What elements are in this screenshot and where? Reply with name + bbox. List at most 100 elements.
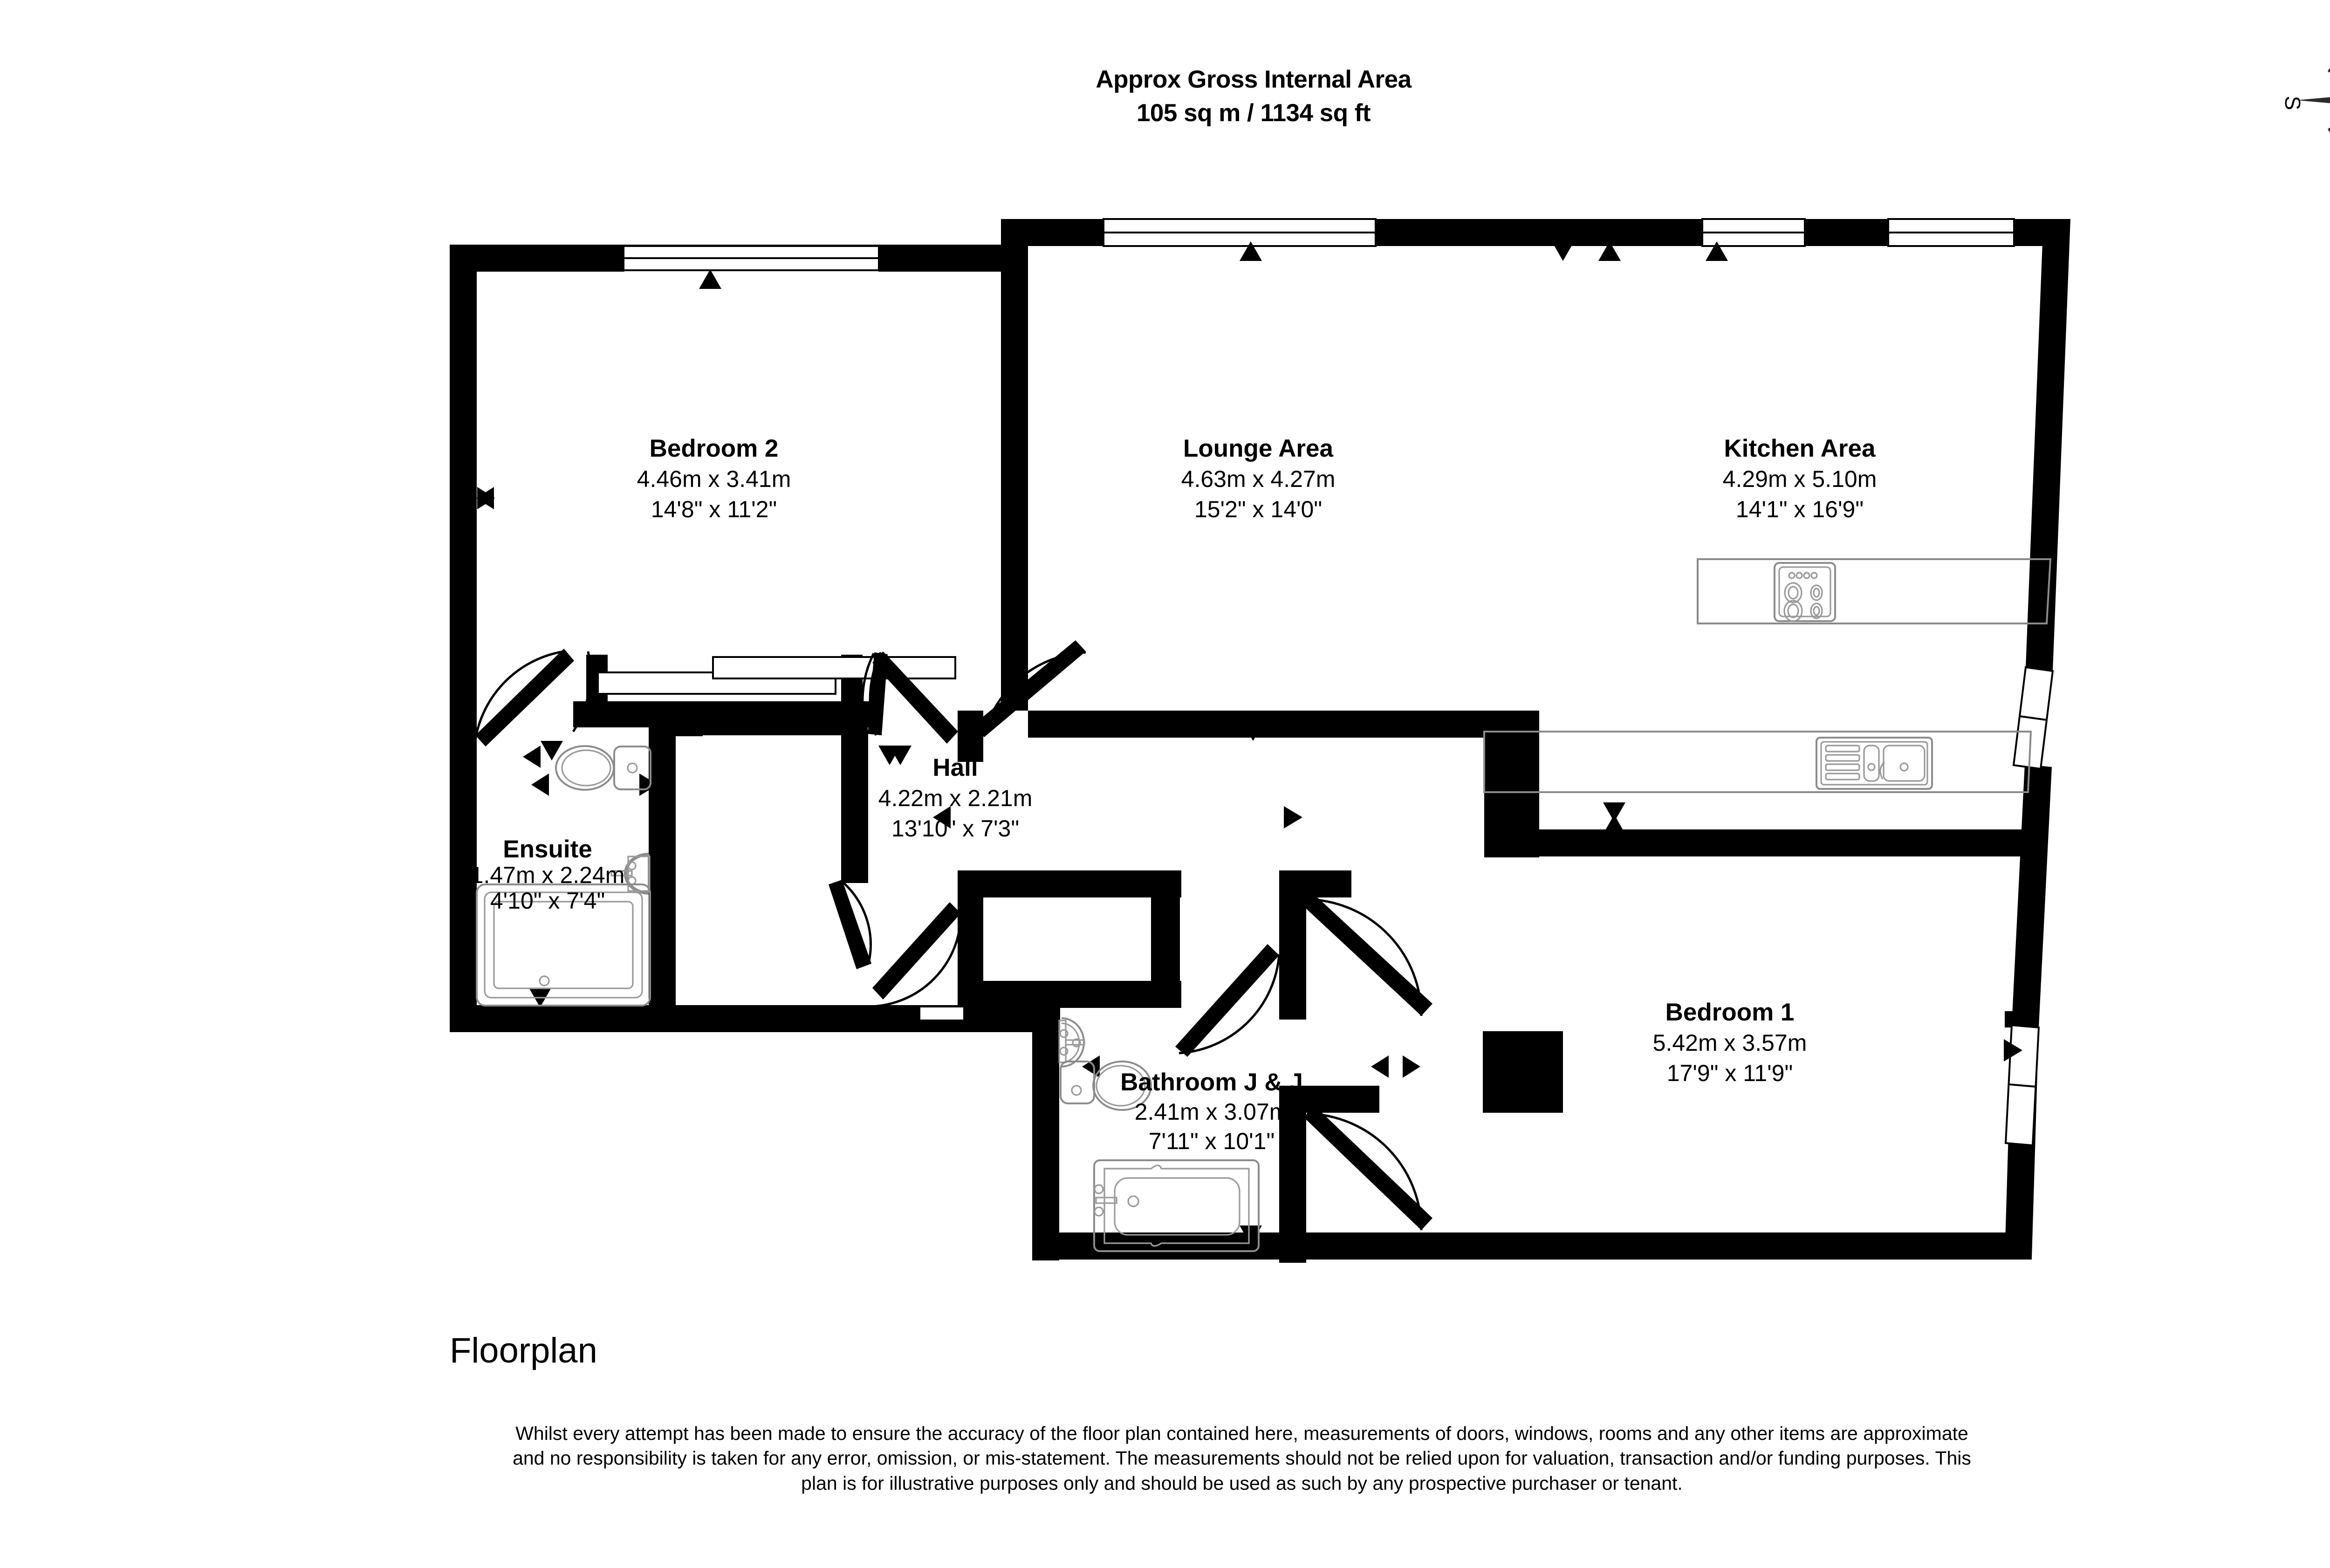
room-label-bathroom-metric: 2.41m x 3.07m — [1135, 1099, 1289, 1125]
room-label-bedroom-2-imperial: 14'8" x 11'2" — [651, 496, 777, 522]
room-label-bedroom-1-imperial: 17'9" x 11'9" — [1667, 1060, 1793, 1086]
kitchen-counter-top — [1697, 558, 2052, 624]
door-leaf-hall-left — [872, 902, 961, 1000]
basin-icon-bathroom — [1058, 1017, 1085, 1068]
arrow-marker-lounge-win-1 — [1240, 241, 1262, 261]
gross-internal-area-title: Approx Gross Internal Area — [1096, 66, 1412, 93]
room-labels: Bedroom 2 4.46m x 3.41m 14'8" x 11'2" Lo… — [471, 435, 1877, 1154]
room-label-bedroom-2-name: Bedroom 2 — [650, 435, 779, 462]
room-label-hall-name: Hall — [932, 754, 978, 781]
wall-bathroom-left — [1032, 1005, 1059, 1260]
wall-kitchen-bottom — [1510, 829, 2025, 856]
door-arc-bedroom2-b — [861, 652, 875, 734]
room-label-bathroom-imperial: 7'11" x 10'1" — [1149, 1128, 1275, 1154]
wall-left-block — [450, 245, 1002, 1032]
wall-cupboard-top — [958, 870, 1181, 897]
arrow-marker-kitchen-win — [1706, 241, 1728, 261]
arrow-marker-kitchen-bottom — [1603, 802, 1625, 822]
door-arc-bedroom2-a — [572, 651, 592, 733]
shower-tray-icon-ensuite — [476, 883, 651, 1007]
window-hall-small — [918, 1006, 965, 1021]
door-arc-hall-right — [1179, 954, 1281, 1054]
door-leaf-bathroom — [1304, 1105, 1432, 1230]
room-label-bedroom-1-metric: 5.42m x 3.57m — [1653, 1030, 1807, 1056]
arrow-marker-lounge-mid — [1552, 241, 1574, 261]
wc-icon-bathroom — [1060, 1061, 1152, 1111]
room-label-kitchen-area-metric: 4.29m x 5.10m — [1723, 466, 1877, 492]
room-label-hall-imperial: 13'10" x 7'3" — [891, 815, 1019, 842]
wall-right-outer-upper — [2026, 219, 2070, 671]
wall-bottom-right — [1032, 1232, 2032, 1260]
disclaimer-text: Whilst every attempt has been made to en… — [513, 1423, 1971, 1494]
wall-bath-right-lower-top — [1279, 1086, 1379, 1113]
wall-hall-nub-top — [958, 711, 983, 762]
hob-icon — [1774, 562, 1836, 622]
bathtub-icon — [1093, 1159, 1260, 1252]
compass-label-left: S — [2281, 96, 2305, 110]
arrow-marker-bedroom1-bottom — [1766, 1235, 1789, 1254]
chimney-block-bedroom1 — [1483, 1031, 1563, 1113]
room-label-bedroom-1-name: Bedroom 1 — [1665, 999, 1795, 1026]
wall-ensuite-right — [649, 734, 676, 1007]
wall-cupboard-bottom — [958, 981, 1181, 1008]
door-leaf-hall-right — [1175, 944, 1279, 1057]
door-arc-bathroom — [1307, 1112, 1423, 1231]
wall-right-outer-lower — [2012, 764, 2052, 1027]
arrow-marker-bedroom1-top — [1603, 815, 1625, 834]
room-label-ensuite-imperial: 4'10" x 7'4" — [490, 888, 605, 914]
arrow-marker-ensuite-left-2 — [531, 774, 549, 796]
door-arc-bedroom1-a — [1304, 898, 1423, 1016]
bathroom-fixtures — [1058, 1017, 1260, 1252]
floorplan-title: Floorplan — [450, 1331, 597, 1370]
wall-lounge-jog — [1001, 219, 1028, 280]
room-label-ensuite-name: Ensuite — [503, 835, 592, 863]
wall-lounge-hall-divider — [1028, 711, 1538, 738]
wall-bedroom2-lounge-divider — [1001, 219, 1028, 711]
arrow-marker-bathtub — [1240, 1226, 1262, 1245]
wall-kitchen-pillar — [1484, 725, 1539, 857]
arrow-marker-bedroom1-right — [2004, 1039, 2022, 1061]
sink-icon — [1816, 737, 1933, 790]
windows-group — [597, 218, 2054, 1147]
arrow-marker-left-wall — [476, 487, 494, 509]
arrow-marker-wardrobe — [699, 712, 721, 732]
ensuite-fixtures — [476, 745, 651, 1007]
kitchen-counter-bottom — [1483, 731, 2032, 793]
arrow-marker-ensuite-left — [523, 746, 541, 768]
basin-icon-ensuite — [610, 853, 651, 895]
wall-cupboard-right — [841, 734, 868, 883]
room-label-kitchen-area-name: Kitchen Area — [1724, 435, 1876, 462]
room-label-lounge-area-metric: 4.63m x 4.27m — [1181, 466, 1336, 492]
room-label-hall-metric: 4.22m x 2.21m — [878, 785, 1033, 811]
arrow-marker-hall-top — [1242, 721, 1264, 741]
wall-kitchen-top-a — [1803, 219, 1890, 246]
door-leaf-cupboard — [829, 880, 871, 969]
arrow-marker-bathroom-right-a — [1371, 1055, 1389, 1078]
arrow-marker-bathroom-right-b — [1403, 1055, 1420, 1078]
room-label-kitchen-area-imperial: 14'1" x 16'9" — [1736, 496, 1864, 522]
door-arc-cupboard — [840, 880, 872, 961]
wall-bedroom2-top-left — [450, 245, 624, 272]
arrow-marker-lounge-mid-2 — [1598, 241, 1621, 261]
room-label-lounge-area-name: Lounge Area — [1183, 435, 1333, 462]
wall-hall-right-top — [1484, 711, 1539, 739]
door-arc-ensuite — [474, 650, 564, 740]
gross-internal-area-value: 105 sq m / 1134 sq ft — [1136, 99, 1371, 127]
wall-bath-right-lower — [1279, 1086, 1306, 1263]
walls-group — [450, 219, 2070, 1263]
room-label-lounge-area-imperial: 15'2" x 14'0" — [1194, 496, 1322, 522]
wall-right-sill-top — [2005, 1011, 2033, 1027]
wall-lounge-top-mid — [1375, 219, 1703, 246]
wall-left-block-bottom — [450, 1005, 804, 1032]
wall-bath-right-top — [1279, 870, 1351, 897]
room-label-bathroom-name: Bathroom J & J — [1120, 1068, 1303, 1096]
door-leaf-hall-2 — [973, 640, 1086, 737]
door-leaf-ensuite — [475, 649, 574, 746]
wall-wardrobe-bottom — [573, 701, 876, 727]
arrow-marker-hall-entry — [889, 746, 911, 765]
wc-icon-ensuite — [555, 745, 651, 791]
arrow-marker-bedroom2-window — [699, 269, 721, 289]
wall-plan-left — [450, 245, 477, 1032]
